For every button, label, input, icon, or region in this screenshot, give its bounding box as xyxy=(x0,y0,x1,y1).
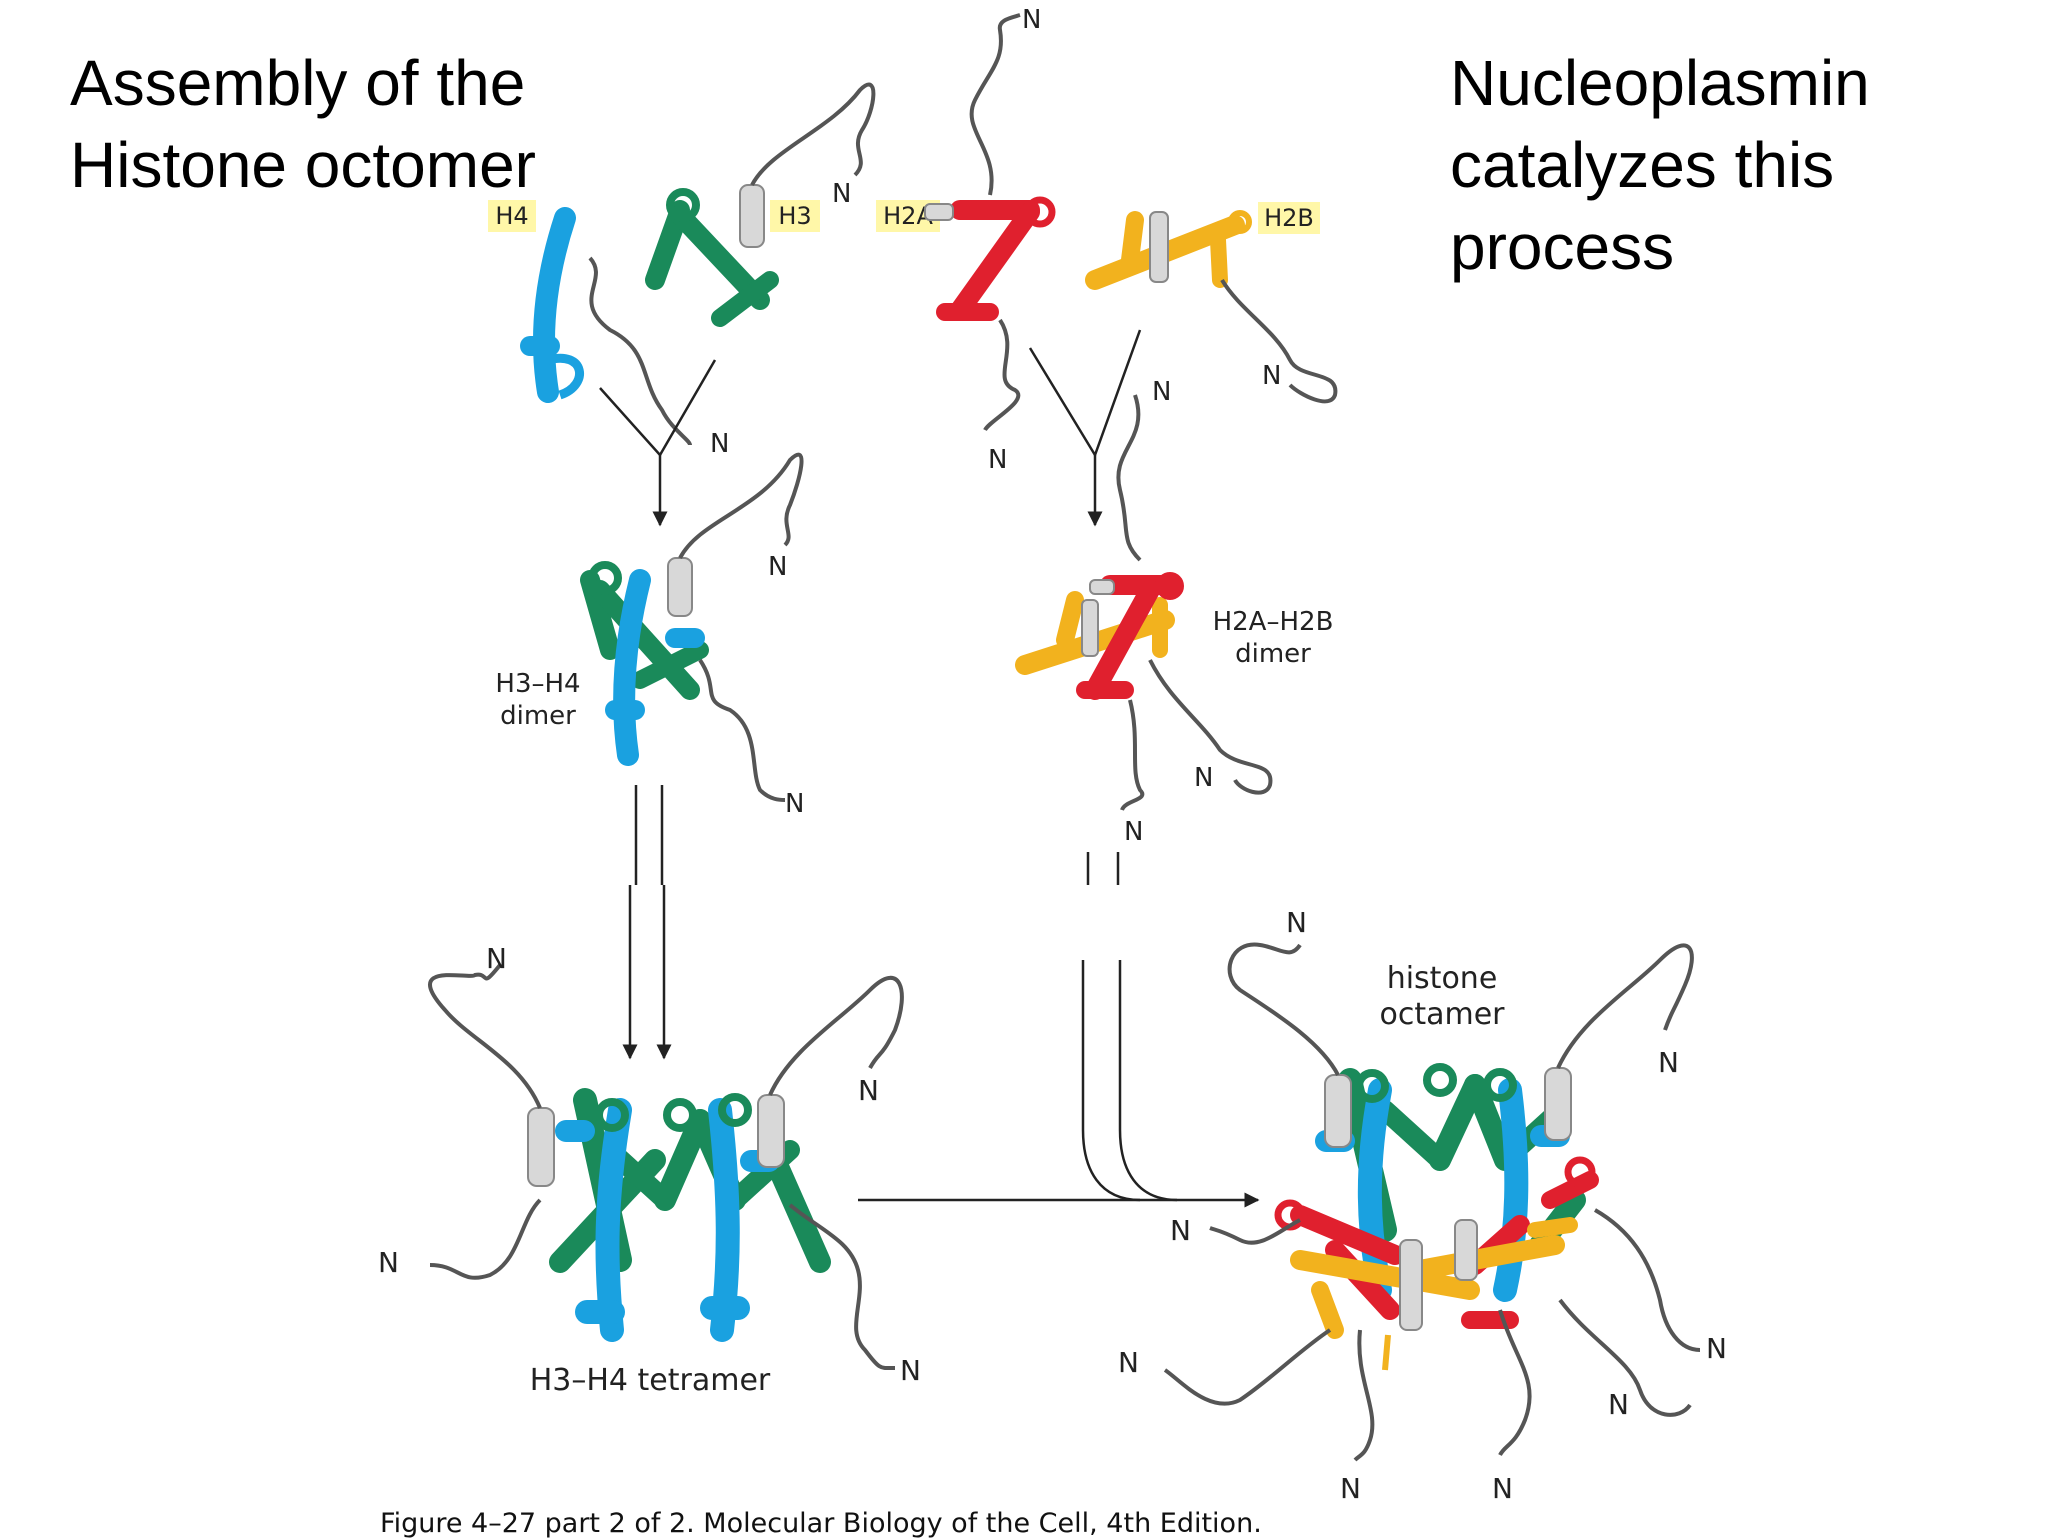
tetramer-arrow xyxy=(622,785,672,1060)
h2b-n-terminus: N xyxy=(1262,361,1281,391)
h3-h4-dimer: N N H3–H4 dimer xyxy=(495,452,804,819)
h4-tail xyxy=(588,256,692,446)
h2a-tail-bottom xyxy=(983,318,1021,432)
h3-h4-tetramer: N N N N H3–H4 tetramer xyxy=(378,942,921,1398)
h3-h4-tetramer-label: H3–H4 tetramer xyxy=(530,1363,771,1398)
h2a-loop xyxy=(1024,196,1056,228)
dimer2-n-terminus-top: N xyxy=(1152,377,1171,407)
h2a-n-terminus-bottom: N xyxy=(988,445,1007,475)
h4-label-bg xyxy=(488,200,536,232)
dimer2-n-terminus-right: N xyxy=(1194,763,1213,793)
h2b-label-bg xyxy=(1258,202,1320,234)
note-line-3: process xyxy=(1450,211,1675,283)
h3-monomer: H3 N xyxy=(645,82,876,327)
h3-h4-dimer-label-line2: dimer xyxy=(500,701,576,731)
h4-long-helix xyxy=(533,207,576,403)
tetramer-n-bottom-right: N xyxy=(900,1354,921,1387)
tetramer-n-top-right: N xyxy=(858,1074,879,1107)
h4-helix-small xyxy=(520,336,560,356)
note-line-2: catalyzes this xyxy=(1450,129,1835,201)
octamer-n-bottom-1: N xyxy=(1340,1472,1361,1505)
h3-n-terminus: N xyxy=(832,179,851,209)
h3-gray-helix xyxy=(739,184,765,248)
side-note: Nucleoplasmin catalyzes this process xyxy=(1450,42,1870,288)
h4-monomer: H4 N xyxy=(488,200,729,459)
tetramer-n-top-left: N xyxy=(486,942,507,975)
h4-loop xyxy=(546,353,584,400)
h2b-loop xyxy=(1228,210,1252,234)
h2b-short-helix xyxy=(1121,211,1144,269)
octamer-n-bottom-left: N xyxy=(1118,1346,1139,1379)
octamer-n-top-left: N xyxy=(1286,906,1307,939)
h2b-monomer: H2B N xyxy=(1085,202,1338,404)
h2a-tail-top xyxy=(969,13,1021,196)
h2a-monomer: H2A N N xyxy=(876,5,1056,475)
slide-title: Assembly of the Histone octomer xyxy=(70,42,536,206)
histone-octamer: histone octamer xyxy=(1118,906,1727,1505)
octamer-n-right: N xyxy=(1706,1332,1727,1365)
h3-helix-2 xyxy=(670,205,770,310)
dimer-to-octamer-arrows xyxy=(858,852,1260,1208)
octamer-n-left: N xyxy=(1170,1214,1191,1247)
dimer1-n-terminus-bottom: N xyxy=(785,789,804,819)
merge-arrow-left xyxy=(599,359,717,527)
h4-n-terminus: N xyxy=(710,429,729,459)
h2a-h2b-dimer: N N H2A–H2B dimer xyxy=(1015,572,1334,847)
octamer-n-bottom-2: N xyxy=(1492,1472,1513,1505)
octamer-label-line1: histone xyxy=(1387,961,1498,996)
octamer-label-line2: octamer xyxy=(1379,997,1505,1032)
figure-caption: Figure 4–27 part 2 of 2. Molecular Biolo… xyxy=(380,1508,1262,1539)
h2a-n-terminus-top: N xyxy=(1022,5,1041,35)
dimer1-n-terminus-top: N xyxy=(768,552,787,582)
tetramer-n-left: N xyxy=(378,1246,399,1279)
h2b-tail xyxy=(1220,278,1338,404)
note-line-1: Nucleoplasmin xyxy=(1450,47,1870,119)
h2a-h2b-dimer-label-line2: dimer xyxy=(1235,639,1311,669)
merge-arrow-right: N xyxy=(1028,329,1171,562)
h2b-gray-helix xyxy=(1149,211,1169,283)
h3-tail xyxy=(750,82,876,186)
h3-label-bg xyxy=(770,200,820,232)
h2a-helix-diag xyxy=(950,202,1040,320)
h2b-dimer-tail-top xyxy=(1116,394,1142,562)
h3-helix-3 xyxy=(711,271,779,327)
h2a-gray-helix xyxy=(924,203,954,221)
h3-loop xyxy=(666,188,700,222)
octamer-n-bottom-right: N xyxy=(1608,1388,1629,1421)
h2b-helix-right xyxy=(1210,232,1228,288)
title-line-2: Histone octomer xyxy=(70,129,536,201)
h3-h4-dimer-label-line1: H3–H4 xyxy=(495,669,580,699)
h2a-h2b-dimer-label-line1: H2A–H2B xyxy=(1213,607,1334,637)
h4-label: H4 xyxy=(495,202,528,230)
h3-label: H3 xyxy=(778,202,811,230)
octamer-n-top-right: N xyxy=(1658,1046,1679,1079)
title-line-1: Assembly of the xyxy=(70,47,526,119)
h2b-label: H2B xyxy=(1264,204,1314,232)
dimer2-n-terminus-bottom: N xyxy=(1124,817,1143,847)
